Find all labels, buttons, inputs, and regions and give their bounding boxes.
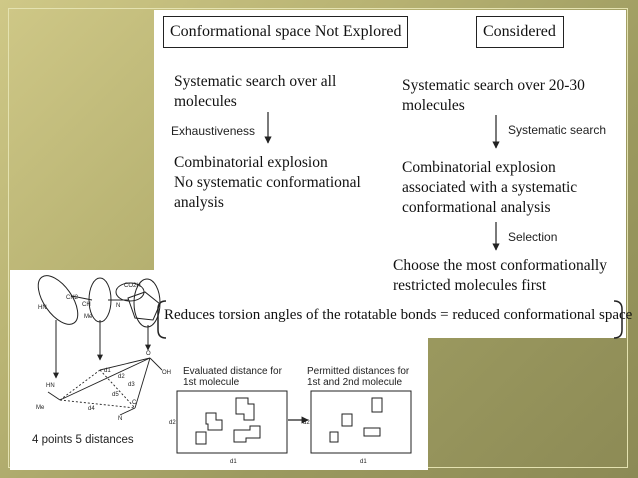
label-points-distances: 4 points 5 distances [32, 434, 134, 446]
label-evaluated-distance: Evaluated distance for 1st molecule [183, 366, 282, 388]
plot-permitted [310, 390, 412, 454]
molecule-ellipse-3 [133, 278, 161, 328]
chem-d3: d3 [128, 382, 135, 388]
chem-hn-2: HN [46, 383, 55, 389]
label-permitted-distances: Permitted distances for 1st and 2nd mole… [307, 366, 410, 388]
chem-hn: HN [38, 305, 47, 311]
chem-ch: CH [82, 302, 91, 308]
label-exhaustiveness: Exhaustiveness [171, 124, 256, 138]
plot-permitted-frame [310, 390, 412, 454]
chem-d4: d4 [88, 406, 95, 412]
brace-text: Reduces torsion angles of the rotatable … [164, 307, 633, 323]
bracket-right [613, 300, 623, 339]
molecule-structure [37, 275, 161, 328]
left-step-systematic-search-all: Systematic search over all molecules [174, 73, 337, 110]
chem-me-2: Me [36, 405, 45, 411]
region-8 [329, 431, 339, 443]
chem-ch2: CH2 [66, 295, 79, 301]
header-considered: Considered [476, 16, 564, 48]
distance-lines [47, 357, 163, 416]
molecule-ellipse-1 [37, 275, 79, 325]
axis-d1-label: d1 [230, 459, 237, 465]
right-step-choose-restricted: Choose the most conformationally restric… [393, 257, 607, 294]
chem-n-2: N [118, 416, 122, 422]
region-1 [235, 397, 255, 421]
bracket-left [157, 300, 167, 339]
left-step-combinatorial-explosion: Combinatorial explosion No systematic co… [174, 154, 361, 211]
region-7 [363, 427, 381, 437]
chem-o: O [146, 351, 151, 357]
chem-d1: d1 [104, 368, 111, 374]
label-systematic-search: Systematic search [508, 123, 607, 137]
chem-me: Me [84, 314, 93, 320]
region-3 [233, 425, 261, 443]
molecule-figure-panel [10, 270, 428, 470]
chem-co2h: CO2H [124, 283, 141, 289]
chem-n: N [116, 303, 120, 309]
chem-c: C [132, 400, 137, 406]
right-step-combinatorial-explosion: Combinatorial explosion associated with … [402, 159, 578, 216]
header-not-explored: Conformational space Not Explored [163, 16, 408, 48]
region-4 [195, 431, 207, 445]
axis-d1-label-2: d1 [360, 459, 367, 465]
region-5 [371, 397, 383, 413]
label-selection: Selection [508, 230, 558, 244]
region-6 [341, 413, 353, 427]
region-2 [205, 412, 223, 431]
right-step-systematic-search-20-30: Systematic search over 20-30 molecules [402, 77, 585, 114]
chem-d2: d2 [118, 374, 125, 380]
axis-d2-label-2: d2 [303, 420, 310, 426]
chem-d5: d5 [112, 392, 119, 398]
pyrrolidine-ring [127, 291, 161, 321]
chem-oh: OH [162, 370, 171, 376]
axis-d2-label: d2 [169, 420, 176, 426]
plot-evaluated [176, 390, 288, 454]
plot-evaluated-frame [176, 390, 288, 454]
